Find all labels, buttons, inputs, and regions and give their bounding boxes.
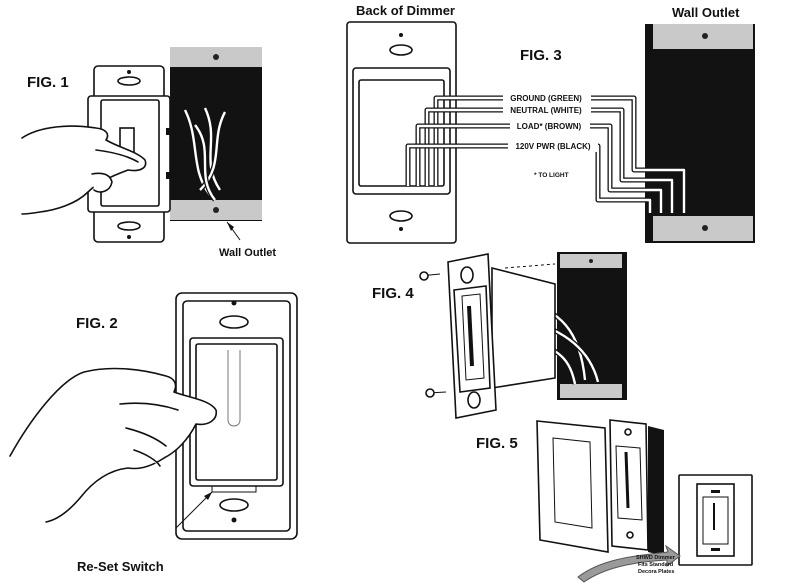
- fig5: FIG. 5 SHWD Dimmer Fits Standard Decora …: [476, 419, 753, 583]
- fig1-callout: Wall Outlet: [219, 247, 276, 259]
- fig3-label: FIG. 3: [520, 47, 562, 64]
- fig2-label: FIG. 2: [76, 315, 118, 332]
- fig2-callout: Re-Set Switch: [77, 559, 164, 574]
- fig1: FIG. 1: [21, 47, 276, 259]
- fig3-outlet-title: Wall Outlet: [672, 5, 740, 20]
- fig3-footnote: * TO LIGHT: [534, 172, 569, 179]
- fig2: FIG. 2 Re-Set Switch: [9, 292, 298, 574]
- fig4-wall-box: [519, 252, 627, 400]
- fig3-wire-power-label: 120V PWR (BLACK): [515, 142, 590, 151]
- fig3-wire-neutral-label: NEUTRAL (WHITE): [510, 106, 582, 115]
- fig5-arrow: [577, 544, 681, 583]
- fig1-hand: [21, 125, 147, 215]
- fig1-wall-outlet: [170, 47, 262, 221]
- fig5-note-line1: SHWD Dimmer: [636, 555, 676, 561]
- fig5-label: FIG. 5: [476, 435, 518, 452]
- fig3-wire-load-label: LOAD* (BROWN): [517, 122, 582, 131]
- fig3-back-title: Back of Dimmer: [356, 3, 455, 18]
- fig4: FIG. 4: [372, 252, 627, 419]
- fig5-note-line3: Decora Plates: [638, 569, 674, 575]
- fig3-wires: [405, 95, 687, 213]
- fig5-dimmer: [609, 419, 664, 556]
- fig3-wall-outlet: [645, 24, 755, 243]
- fig5-note-line2: Fits Standard: [638, 562, 673, 568]
- fig5-plate: [536, 420, 609, 553]
- fig4-label: FIG. 4: [372, 285, 414, 302]
- fig4-dimmer: [419, 253, 556, 419]
- fig3-wire-ground-label: GROUND (GREEN): [510, 94, 582, 103]
- fig3: Back of Dimmer Wall Outlet FIG. 3: [346, 3, 755, 244]
- fig1-label: FIG. 1: [27, 74, 69, 91]
- fig3-dimmer-back: [346, 21, 457, 244]
- fig2-dimmer: [175, 292, 298, 540]
- fig5-assembled: [678, 474, 753, 566]
